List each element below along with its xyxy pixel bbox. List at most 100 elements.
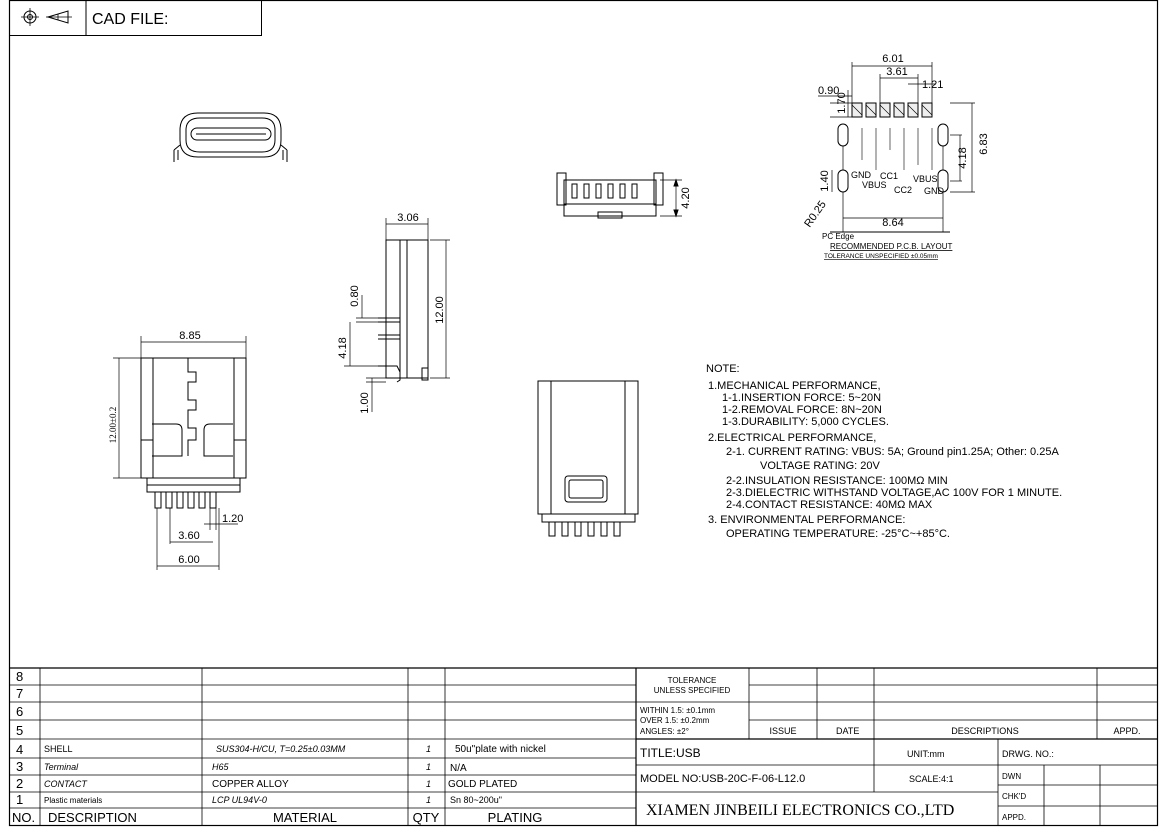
drawing-border [8,0,1159,827]
note-line-5: 2.ELECTRICAL PERFORMANCE, [708,432,876,444]
tolerance-over: OVER 1.5: ±0.2mm [640,716,710,725]
bom-row-number-1: 1 [16,792,23,807]
cad-file-label: CAD FILE: [92,11,168,28]
dim-side-4-18: 4.18 [337,337,349,358]
pcb-pc-edge-label: PC Edge [822,232,855,241]
approved-by-label: APPD. [1002,813,1026,822]
pcb-recommended-label: RECOMMENDED P.C.B. LAYOUT [830,242,953,251]
dim-top-12-00-tol: 12.00±0.2 [108,407,118,443]
bom-plating-4: 50u"plate with nickel [455,744,546,755]
bom-row-number-4: 4 [16,742,23,757]
note-line-8: 2-2.INSULATION RESISTANCE: 100MΩ MIN [726,475,948,487]
checked-by-label: CHK'D [1002,792,1026,801]
dim-pcb-1-40: 1.40 [819,170,831,191]
side-view [344,218,450,412]
dim-pcb-r0-25: R0.25 [802,199,829,230]
note-line-12: OPERATING TEMPERATURE: -25°C~+85°C. [726,528,950,540]
bom-row-number-5: 5 [16,723,23,738]
bom-plating-1: Sn 80~200u" [450,795,502,805]
dim-top-8-85: 8.85 [179,330,200,342]
drawing-title: TITLE:USB [640,746,701,760]
unit-label: UNIT:mm [907,749,945,759]
bom-plating-3: N/A [450,763,467,774]
dim-pcb-0-90: 0.90 [818,85,839,97]
note-line-9: 2-3.DIELECTRIC WITHSTAND VOLTAGE,AC 100V… [726,487,1062,499]
company-name: XIAMEN JINBEILI ELECTRONICS CO.,LTD [646,802,954,819]
tolerance-angles: ANGLES: ±2° [640,727,689,736]
note-line-2: 1-1.INSERTION FORCE: 5~20N [722,392,881,404]
dim-pcb-1-70: 1.70 [836,92,848,113]
bom-row-number-8: 8 [16,669,23,684]
tolerance-line2: UNLESS SPECIFIED [654,686,731,695]
front-view [537,380,639,537]
dim-pcb-1-21: 1.21 [922,79,943,91]
notes-title: NOTE: [706,363,740,375]
dim-pcb-4-18: 4.18 [957,147,969,168]
bom-description-3: Terminal [44,762,79,772]
dim-side-12-00: 12.00 [434,296,446,324]
note-line-10: 2-4.CONTACT RESISTANCE: 40MΩ MAX [726,499,933,511]
bom-header-plating: PLATING [488,810,543,825]
bom-header-description: DESCRIPTION [48,810,137,825]
bom-row-number-7: 7 [16,686,23,701]
note-line-11: 3. ENVIRONMENTAL PERFORMANCE: [708,514,905,526]
iso-view [173,112,288,162]
dim-top-6-00: 6.00 [178,554,199,566]
title-block [636,668,1157,826]
bom-row-number-3: 3 [16,759,23,774]
bom-table [9,667,1157,826]
tolerance-line1: TOLERANCE [668,676,717,685]
revision-date-header: DATE [836,726,859,736]
bom-qty-1: 1 [426,795,431,805]
bom-description-2: CONTACT [44,779,88,789]
pcb-label-cc1: CC1 [880,171,898,181]
bom-description-1: Plastic materials [44,796,102,805]
drawing-number-label: DRWG. NO.: [1002,749,1054,759]
bom-material-4: SUS304-H/CU, T=0.25±0.03MM [216,744,346,754]
revision-appd-header: APPD. [1113,726,1140,736]
bom-qty-3: 1 [426,762,431,772]
bom-qty-4: 1 [426,744,431,754]
pcb-label-gnd-right: GND [924,186,945,196]
drawn-by-label: DWN [1002,772,1021,781]
revision-descriptions-header: DESCRIPTIONS [951,726,1019,736]
bom-description-4: SHELL [44,744,73,754]
dim-side-3-06: 3.06 [397,212,418,224]
model-number: MODEL NO:USB-20C-F-06-L12.0 [640,773,805,785]
note-line-1: 1.MECHANICAL PERFORMANCE, [708,380,881,392]
bom-row-number-2: 2 [16,776,23,791]
rear-view [556,172,682,219]
note-line-4: 1-3.DURABILITY: 5,000 CYCLES. [722,416,889,428]
dim-pcb-6-01: 6.01 [882,53,903,65]
note-line-6: 2-1. CURRENT RATING: VBUS: 5A; Ground pi… [726,446,1059,458]
dim-side-0-80: 0.80 [349,285,361,306]
pcb-label-cc2: CC2 [894,185,912,195]
note-line-7: VOLTAGE RATING: 20V [760,460,880,472]
dim-side-1-00: 1.00 [359,392,371,413]
dim-top-3-60: 3.60 [178,530,199,542]
bom-header-qty: QTY [413,810,440,825]
dim-top-1-20: 1.20 [222,513,243,525]
dim-pcb-6-83: 6.83 [978,133,990,154]
bom-material-2: COPPER ALLOY [212,779,289,790]
bom-material-3: H65 [212,762,230,772]
bom-material-1: LCP UL94V-0 [212,795,267,805]
notes-block: NOTE: 1.MECHANICAL PERFORMANCE, 1-1.INSE… [706,363,1062,540]
bom-qty-2: 1 [426,779,431,789]
bom-header-material: MATERIAL [273,810,337,825]
top-view [113,336,247,570]
dim-rear-4-20: 4.20 [680,187,692,208]
note-line-3: 1-2.REMOVAL FORCE: 8N~20N [722,404,882,416]
bom-row-number-6: 6 [16,704,23,719]
pcb-layout [818,62,975,233]
header-box: CAD FILE: [9,0,262,36]
dim-pcb-3-61: 3.61 [886,66,907,78]
scale-label: SCALE:4:1 [909,774,954,784]
dim-pcb-8-64: 8.64 [882,217,903,229]
revision-issue-header: ISSUE [769,726,796,736]
pcb-label-vbus-left: VBUS [862,180,887,190]
pcb-label-vbus-right: VBUS [913,174,938,184]
first-angle-projection-icon [21,8,72,26]
pcb-tolerance-label: TOLERANCE UNSPECIFIED ±0.05mm [824,253,938,260]
